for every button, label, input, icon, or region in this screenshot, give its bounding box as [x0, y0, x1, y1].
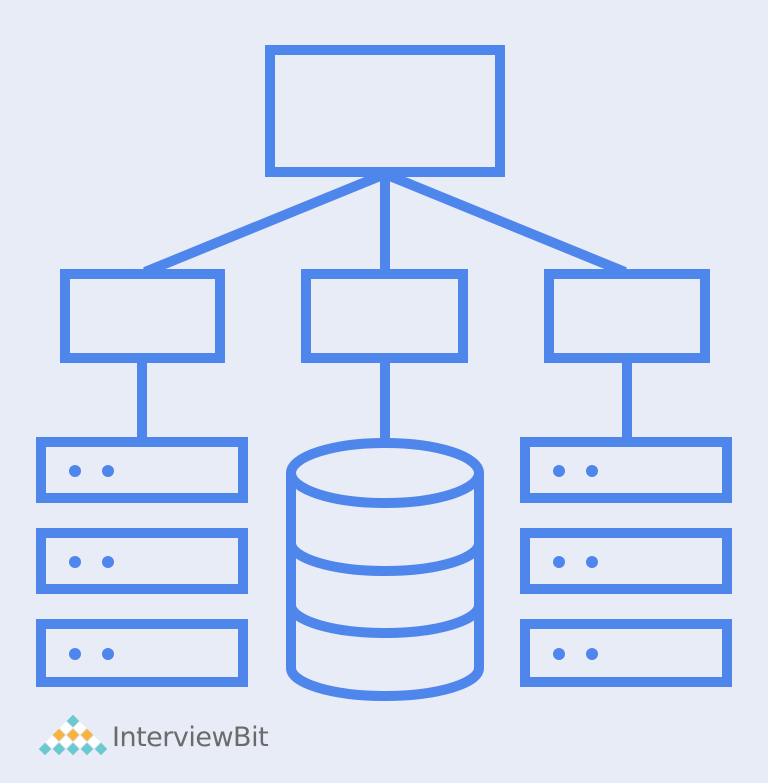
middle-node-right	[544, 269, 710, 363]
server-unit	[36, 437, 248, 503]
connector-top-right	[383, 169, 627, 277]
database-icon	[286, 438, 484, 701]
connector-top-left	[143, 169, 387, 277]
server-indicator-dots	[69, 465, 598, 660]
interviewbit-logo-icon	[37, 713, 109, 757]
interviewbit-logo-text: InterviewBit	[112, 722, 269, 753]
server-unit	[36, 619, 248, 687]
middle-node-left	[60, 269, 225, 363]
server-unit	[520, 619, 732, 687]
server-unit	[520, 528, 732, 594]
server-unit	[36, 528, 248, 594]
server-stack-right	[520, 437, 732, 687]
middle-node-center	[301, 269, 468, 363]
server-unit	[520, 437, 732, 503]
top-node	[265, 45, 505, 177]
server-stack-left	[36, 437, 248, 687]
